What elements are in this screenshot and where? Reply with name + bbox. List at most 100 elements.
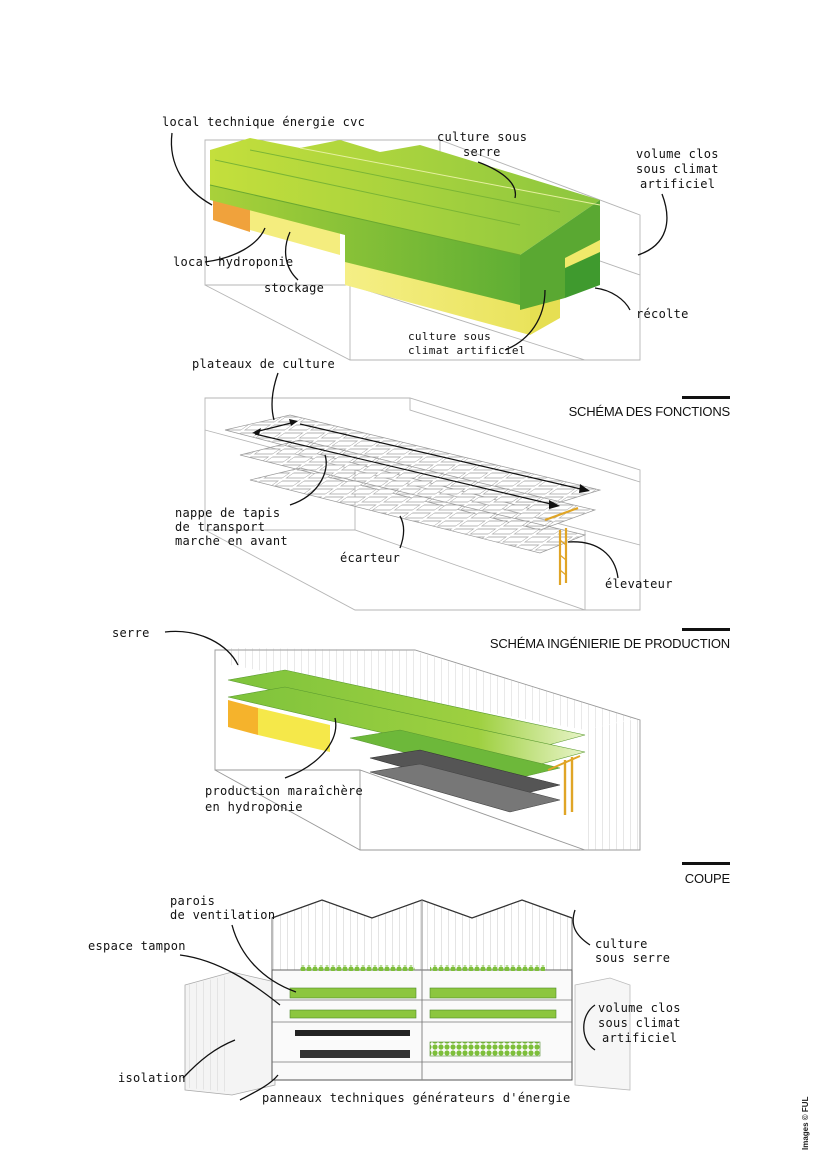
label-lift: élevateur [605, 577, 673, 591]
greenhouse-plant-row [430, 965, 545, 971]
outer-volume-edge [409, 398, 641, 483]
leader-ventilation [231, 924, 297, 993]
label-energy-panels: panneaux techniques générateurs d'énergi… [262, 1091, 571, 1105]
outer-volume-edge [204, 529, 585, 611]
arrow-head [252, 428, 261, 435]
arrow-head [579, 484, 590, 493]
label-technical-room: local technique énergie cvc [162, 115, 365, 129]
diagram-functions: SCHÉMA DES FONCTIONS pl [175, 357, 731, 611]
floor-tray-dark [300, 1050, 410, 1058]
greenhouse-gable [520, 200, 600, 310]
leader-lift [567, 541, 619, 579]
floor-tray-green [289, 987, 417, 999]
leader-greenhouse [164, 630, 239, 666]
label-closed-volume-3: artificiel [602, 1031, 677, 1045]
label-culture-climate-2: climat artificiel [408, 344, 526, 357]
label-production-1: production maraîchère [205, 784, 363, 798]
hydroponics-room [258, 708, 330, 752]
label-closed-volume-1: volume clos [636, 147, 719, 161]
leader-hydroponics [204, 227, 266, 263]
leader-harvest [594, 287, 631, 311]
leader-greenhouse [477, 161, 517, 199]
label-trays: plateaux de culture [192, 357, 335, 371]
label-ventilation-1: parois [170, 894, 215, 908]
label-greenhouse: serre [112, 626, 150, 640]
floor-tray-green [429, 1041, 541, 1057]
label-production-2: en hydroponie [205, 800, 303, 814]
leader-closed-volume [637, 193, 668, 256]
leader-insulation [182, 1039, 236, 1079]
roof-ridge [249, 149, 561, 213]
lift-structure [544, 506, 579, 585]
label-insulation: isolation [118, 1071, 186, 1085]
leader-technical-room [170, 132, 213, 206]
label-buffer-space: espace tampon [88, 939, 186, 953]
harvest-green-block [565, 252, 600, 298]
leader-spacer [399, 515, 405, 549]
left-wall-panels [188, 975, 230, 1092]
label-culture-greenhouse-1: culture [595, 937, 648, 951]
outer-volume-outline [204, 139, 641, 361]
floor-tray-green [289, 1009, 417, 1019]
diagram-production: SCHÉMA INGÉNIERIE DE PRODUCTION serre pr… [112, 626, 730, 851]
label-conveyor-1: nappe de tapis [175, 506, 280, 520]
leader-closed-volume [583, 1004, 596, 1051]
section-title-section: COUPE [685, 871, 731, 886]
label-spacer: écarteur [340, 551, 400, 565]
greenhouse-front-face [210, 185, 520, 305]
section-bar [682, 862, 730, 865]
leader-conveyor [289, 454, 327, 506]
image-credit: Images © FUL [801, 1096, 810, 1150]
label-ventilation-2: de ventilation [170, 908, 275, 922]
greenhouse-glass-gable [585, 718, 640, 850]
leader-storage [284, 231, 299, 281]
floor-tray-dark [295, 1030, 410, 1036]
dark-tray-stack [369, 763, 561, 813]
leader-culture-greenhouse [572, 909, 591, 946]
label-closed-volume-1: volume clos [598, 1001, 681, 1015]
section-title-engineering: SCHÉMA INGÉNIERIE DE PRODUCTION [490, 636, 730, 651]
greenhouse-glass-roof [230, 648, 635, 730]
label-closed-volume-2: sous climat [636, 162, 719, 176]
transport-arrow-long [299, 423, 586, 491]
section-bar [682, 396, 730, 399]
label-hydroponics-room: local hydroponie [173, 255, 293, 269]
leader-panels [239, 1074, 279, 1101]
roof-ridge [299, 147, 601, 206]
leader-buffer-space [179, 954, 281, 1006]
diagram-section: COUPE parois de ventilation espac [88, 862, 731, 1105]
label-closed-volume-2: sous climat [598, 1016, 681, 1030]
diagram-volumes: local technique énergie cvc culture sous… [162, 115, 719, 361]
conveyor-tray-deck-bottom [249, 467, 587, 554]
greenhouse-plant-row [300, 965, 415, 971]
label-greenhouse-2: serre [463, 145, 501, 159]
section-bar [682, 628, 730, 631]
arrow-head [549, 500, 560, 509]
right-wall [574, 977, 631, 1091]
label-culture-greenhouse-2: sous serre [595, 951, 670, 965]
floor-tray-green [429, 987, 557, 999]
outer-volume-outline [204, 397, 641, 611]
label-harvest: récolte [636, 307, 689, 321]
label-conveyor-3: marche en avant [175, 534, 288, 548]
roof-eave [209, 184, 521, 256]
technical-energy-room [228, 700, 258, 735]
label-culture-climate-1: culture sous [408, 330, 491, 343]
label-greenhouse-1: culture sous [437, 130, 527, 144]
label-storage: stockage [264, 281, 324, 295]
transport-arrow [254, 421, 296, 433]
floor-tray-green [429, 1009, 557, 1019]
greenhouse-roof [210, 138, 600, 255]
label-conveyor-2: de transport [175, 520, 265, 534]
roof-ridge [214, 159, 521, 226]
leader-culture-climate [504, 289, 546, 351]
section-title-functions: SCHÉMA DES FONCTIONS [569, 404, 731, 419]
leader-hydroponic-production [284, 717, 337, 779]
arrow-head [289, 419, 298, 426]
leader-trays [271, 372, 279, 421]
lift-structure [547, 755, 581, 815]
transport-arrow-long [254, 433, 556, 506]
label-closed-volume-3: artificiel [640, 177, 715, 191]
hydroponics-room [250, 205, 340, 255]
